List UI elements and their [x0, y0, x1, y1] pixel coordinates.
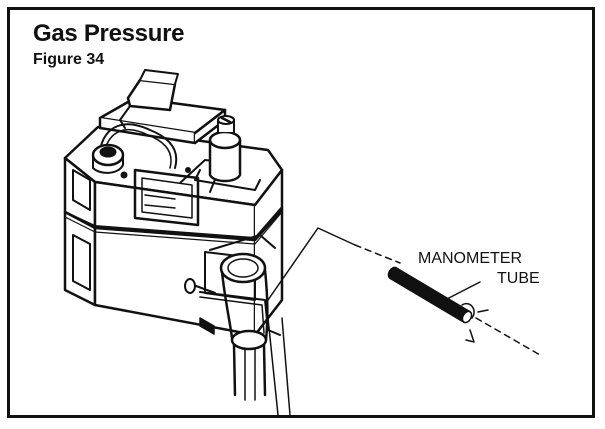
manometer-tube-icon — [387, 266, 541, 356]
gas-valve-icon — [63, 69, 284, 337]
callout-leader-line — [444, 281, 481, 301]
figure-title: Gas Pressure — [33, 20, 185, 47]
callout-tube-label: TUBE — [497, 270, 540, 287]
callout-manometer-label: MANOMETER — [418, 250, 522, 267]
gas-pipe-elbow-icon — [219, 252, 269, 401]
figure-label: Figure 34 — [33, 51, 105, 68]
manometer-hose — [199, 227, 401, 416]
